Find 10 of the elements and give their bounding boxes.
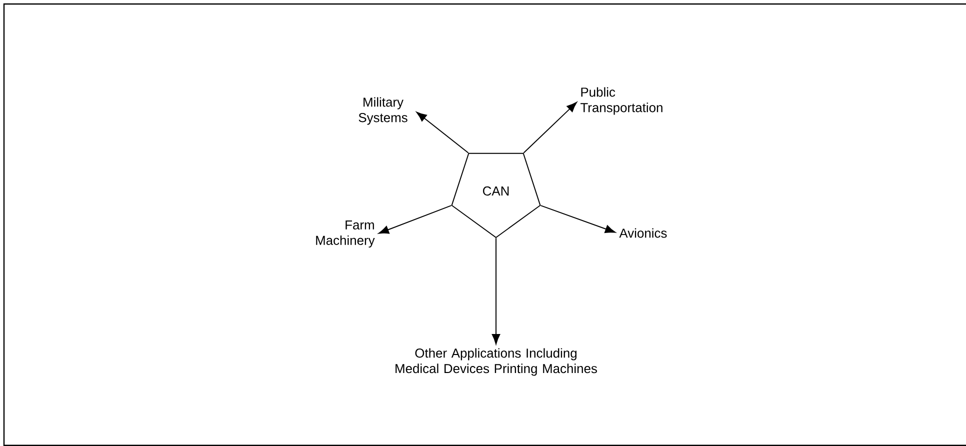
arrow (523, 102, 578, 154)
arrow (492, 238, 500, 344)
node-label: Other Applications Including Medical Devices Printing Machines (396, 348, 597, 376)
arrow (416, 112, 469, 154)
arrow (540, 205, 616, 234)
node-label: Avionics (619, 228, 667, 238)
node-label: Public Transportation (580, 87, 662, 115)
arrow (378, 205, 452, 234)
node-label: Farm Machinery (316, 220, 375, 248)
node-label: Military Systems (358, 97, 408, 125)
